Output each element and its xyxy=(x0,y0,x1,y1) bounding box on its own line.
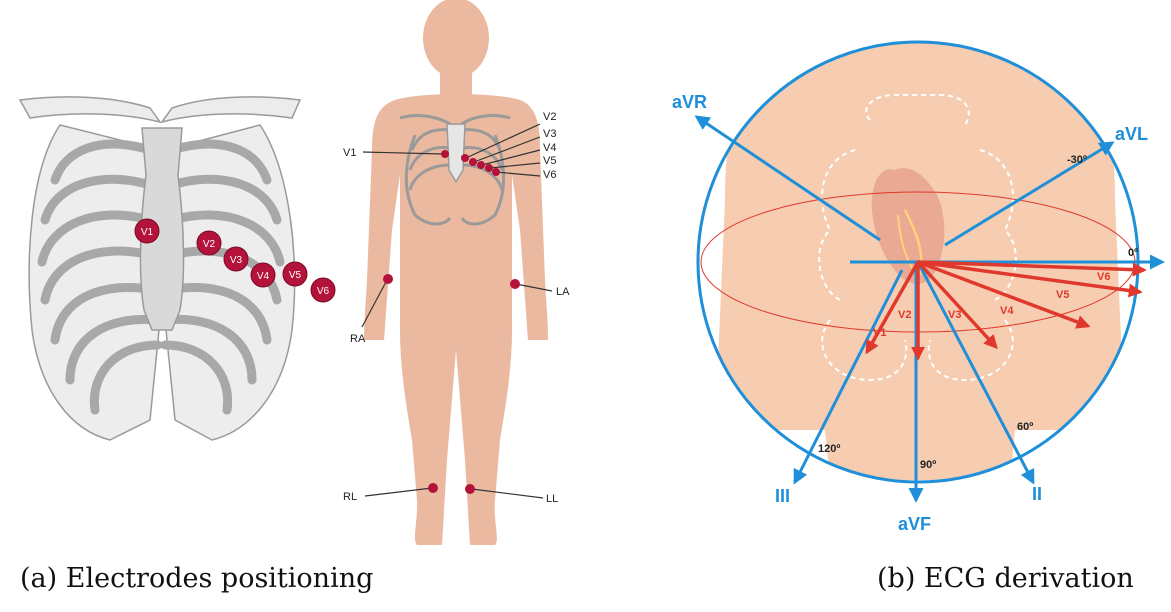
electrode-v2-large: V2 xyxy=(197,231,221,255)
caption-a: (a) Electrodes positioning xyxy=(20,563,373,594)
caption-b: (b) ECG derivation xyxy=(877,563,1134,594)
electrode-v5-large: V5 xyxy=(283,262,307,286)
svg-text:V5: V5 xyxy=(289,270,302,281)
label-v3: V3 xyxy=(543,128,556,140)
label-ra: RA xyxy=(350,333,366,345)
electrode-v4-large: V4 xyxy=(251,263,275,287)
angle-minus-30: -30º xyxy=(1067,154,1087,166)
label-vec-v2: V2 xyxy=(898,309,911,321)
electrode-v6-large: V6 xyxy=(311,278,335,302)
label-vec-v5: V5 xyxy=(1056,289,1069,301)
label-rl: RL xyxy=(343,491,357,503)
angle-90: 90º xyxy=(920,459,936,471)
label-vec-v4: V4 xyxy=(1000,305,1014,317)
label-ll: LL xyxy=(546,493,558,505)
svg-text:V3: V3 xyxy=(230,255,243,266)
label-avf: aVF xyxy=(898,514,931,534)
angle-60: 60º xyxy=(1017,421,1033,433)
label-avl: aVL xyxy=(1115,124,1148,144)
torso-illustration xyxy=(715,10,1125,480)
label-vec-v3: V3 xyxy=(948,309,961,321)
label-v6: V6 xyxy=(543,169,556,181)
electrode-v3-large: V3 xyxy=(224,247,248,271)
electrode-v1-large: V1 xyxy=(135,219,159,243)
label-vec-v6: V6 xyxy=(1097,271,1110,283)
label-lead-iii: III xyxy=(775,486,790,506)
label-vec-v1: V1 xyxy=(873,327,886,339)
label-v4: V4 xyxy=(543,142,556,154)
label-v2: V2 xyxy=(543,111,556,123)
svg-text:V1: V1 xyxy=(141,227,154,238)
body-silhouette xyxy=(364,0,548,545)
angle-0: 0º xyxy=(1128,247,1138,259)
label-v5: V5 xyxy=(543,155,556,167)
label-lead-ii: II xyxy=(1032,484,1042,504)
svg-text:V4: V4 xyxy=(257,271,270,282)
svg-text:V6: V6 xyxy=(317,286,330,297)
label-avr: aVR xyxy=(672,92,707,112)
svg-text:V2: V2 xyxy=(203,239,216,250)
angle-120: 120º xyxy=(818,443,840,455)
label-la: LA xyxy=(556,286,570,298)
label-v1: V1 xyxy=(343,147,356,159)
